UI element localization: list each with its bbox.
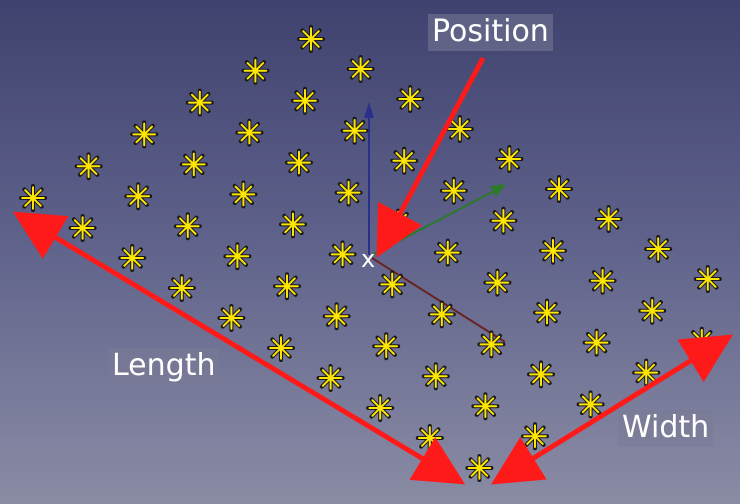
asterisk-marker-icon [439, 176, 468, 205]
y-axis-head [490, 184, 506, 197]
asterisk-marker-icon [179, 150, 208, 179]
asterisk-marker-icon [545, 175, 573, 203]
asterisk-marker-icon [74, 152, 103, 181]
asterisk-marker-icon [291, 86, 319, 115]
asterisk-marker-icon [366, 394, 395, 422]
origin-marker: x [361, 245, 376, 273]
asterisk-marker-icon [217, 304, 246, 332]
asterisk-marker-icon [533, 298, 561, 327]
asterisk-marker-icon [322, 302, 351, 331]
asterisk-marker-icon [471, 392, 500, 421]
asterisk-marker-icon [267, 334, 295, 362]
position-label: Position [428, 14, 553, 51]
asterisk-marker-icon [185, 88, 214, 117]
asterisk-marker-icon [19, 184, 47, 212]
asterisk-marker-icon [465, 454, 494, 482]
asterisk-marker-icon [279, 210, 307, 239]
asterisk-marker-icon [223, 242, 252, 271]
asterisk-marker-icon [433, 238, 462, 267]
asterisk-marker-icon [415, 424, 444, 452]
asterisk-marker-icon [285, 148, 313, 177]
length-label: Length [108, 348, 220, 385]
asterisk-marker-icon [495, 145, 524, 173]
asterisk-marker-icon [588, 266, 617, 295]
asterisk-marker-icon [235, 118, 264, 147]
length-arrow [12, 211, 466, 485]
asterisk-marker-icon [390, 146, 419, 175]
annotation-arrows [12, 56, 733, 485]
asterisk-marker-icon [229, 180, 258, 209]
asterisk-marker-icon [582, 328, 611, 357]
width-arrow [491, 334, 733, 485]
asterisk-marker-icon [118, 244, 147, 272]
asterisk-marker-icon [241, 56, 270, 85]
asterisk-marker-icon [421, 362, 450, 391]
asterisk-marker-icon [124, 182, 153, 211]
asterisk-marker-icon [483, 268, 512, 297]
asterisk-marker-icon [173, 212, 202, 241]
asterisk-marker-icon [521, 422, 549, 451]
asterisk-marker-icon [427, 300, 456, 329]
asterisk-marker-icon [346, 55, 375, 83]
asterisk-marker-icon [130, 120, 159, 149]
asterisk-marker-icon [527, 360, 555, 389]
asterisk-marker-icon [693, 265, 722, 293]
asterisk-marker-icon [372, 332, 401, 361]
asterisk-marker-icon [297, 25, 325, 53]
asterisk-marker-icon [340, 116, 369, 145]
asterisk-marker-icon [273, 272, 301, 301]
z-axis-head [364, 102, 374, 118]
asterisk-marker-icon [328, 240, 357, 269]
asterisk-marker-icon [576, 390, 605, 419]
asterisk-marker-icon [396, 85, 425, 113]
asterisk-marker-icon [334, 178, 363, 207]
position-arrow [376, 56, 486, 258]
asterisk-marker-icon [316, 364, 345, 392]
asterisk-marker-icon [445, 115, 474, 143]
asterisk-marker-icon [477, 330, 506, 359]
asterisk-marker-icon [167, 274, 196, 302]
asterisk-marker-icon [539, 236, 567, 265]
asterisk-marker-icon [489, 206, 518, 235]
asterisk-marker-icon [378, 270, 407, 299]
width-label: Width [618, 410, 714, 447]
asterisk-marker-icon [68, 214, 97, 242]
asterisk-marker-icon [638, 296, 667, 325]
asterisk-marker-icon [644, 235, 673, 263]
asterisk-marker-icon [594, 205, 623, 233]
